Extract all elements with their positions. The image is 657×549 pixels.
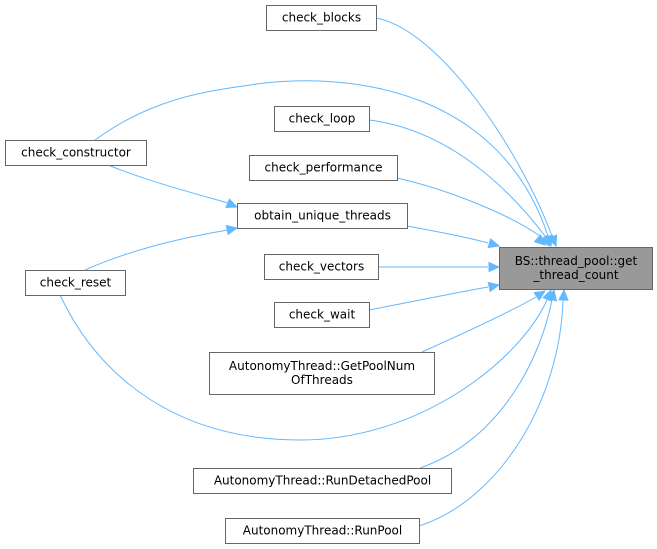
node-run-pool[interactable]: AutonomyThread::RunPool bbox=[225, 518, 420, 544]
edge-check-loop-to-get-thread-count bbox=[368, 119, 550, 248]
node-label: check_reset bbox=[40, 276, 112, 290]
node-check-vectors[interactable]: check_vectors bbox=[264, 254, 379, 280]
arrowhead-icon bbox=[487, 237, 501, 249]
node-label: OfThreads bbox=[291, 373, 353, 387]
edge-check-wait-to-get-thread-count bbox=[368, 281, 501, 311]
edge-line bbox=[368, 286, 489, 311]
nodes-layer: check_blocks check_constructor check_loopc… bbox=[5, 5, 653, 544]
edges-layer bbox=[59, 17, 569, 527]
node-label: _thread_count bbox=[532, 268, 618, 282]
node-box bbox=[274, 106, 370, 132]
arrowhead-icon bbox=[546, 288, 558, 302]
node-box bbox=[264, 254, 379, 280]
node-label: check_constructor bbox=[21, 146, 131, 160]
edge-line bbox=[396, 177, 541, 237]
edge-check-vectors-to-get-thread-count bbox=[378, 261, 501, 273]
node-label: AutonomyThread::RunDetachedPool bbox=[214, 474, 431, 488]
node-box bbox=[193, 468, 452, 494]
edge-line bbox=[418, 299, 564, 527]
node-label: check_wait bbox=[289, 308, 356, 322]
node-box bbox=[5, 140, 147, 166]
node-box bbox=[209, 352, 435, 395]
node-check-wait[interactable]: check_wait bbox=[274, 302, 370, 328]
node-label: AutonomyThread::GetPoolNum bbox=[229, 359, 415, 373]
edge-line bbox=[94, 80, 549, 237]
edge-line bbox=[421, 296, 537, 353]
node-label: check_performance bbox=[265, 161, 383, 175]
node-check-reset[interactable]: check_reset bbox=[25, 270, 126, 296]
edge-obtain-unique-threads-to-get-thread-count bbox=[406, 225, 501, 249]
node-check-constructor[interactable]: check_constructor bbox=[5, 140, 147, 166]
edge-line bbox=[59, 294, 548, 441]
node-obtain-unique-threads[interactable]: obtain_unique_threads bbox=[237, 203, 408, 229]
edge-check-constructor-to-obtain-unique-threads bbox=[107, 164, 239, 209]
edge-line bbox=[406, 225, 489, 244]
node-box bbox=[249, 155, 398, 181]
arrowhead-icon bbox=[487, 281, 501, 293]
node-box bbox=[274, 302, 370, 328]
node-label: BS::thread_pool::get bbox=[515, 254, 638, 268]
node-label: AutonomyThread::RunPool bbox=[243, 524, 402, 538]
node-label: check_blocks bbox=[282, 11, 361, 25]
node-run-detached-pool[interactable]: AutonomyThread::RunDetachedPool bbox=[193, 468, 452, 494]
node-box bbox=[499, 247, 653, 290]
edge-check-performance-to-get-thread-count bbox=[396, 177, 546, 246]
edge-run-pool-to-get-thread-count bbox=[418, 288, 569, 527]
edge-line bbox=[419, 299, 553, 469]
arrowhead-icon bbox=[225, 198, 239, 209]
node-box bbox=[225, 518, 420, 544]
node-check-loop[interactable]: check_loop bbox=[274, 106, 370, 132]
node-box bbox=[25, 270, 126, 296]
arrowhead-icon bbox=[225, 224, 239, 236]
target-node-get-thread-count[interactable]: BS::thread_pool::get_thread_count bbox=[499, 247, 653, 290]
edge-line bbox=[368, 119, 546, 237]
arrowhead-icon bbox=[558, 288, 569, 301]
edge-line bbox=[107, 164, 229, 204]
edge-line bbox=[84, 229, 229, 271]
node-label: obtain_unique_threads bbox=[254, 209, 391, 223]
arrowhead-icon bbox=[539, 234, 550, 248]
arrowhead-icon bbox=[533, 234, 546, 246]
edge-get-pool-num-of-threads-to-get-thread-count bbox=[421, 290, 547, 353]
edge-line bbox=[375, 17, 553, 237]
arrowhead-icon bbox=[533, 290, 547, 302]
node-box bbox=[266, 5, 377, 31]
node-check-performance[interactable]: check_performance bbox=[249, 155, 398, 181]
node-box bbox=[237, 203, 408, 229]
edge-run-detached-pool-to-get-thread-count bbox=[419, 288, 558, 469]
edge-check-reset-to-obtain-unique-threads bbox=[84, 224, 239, 271]
node-label: check_vectors bbox=[279, 260, 364, 274]
arrowhead-icon bbox=[488, 261, 501, 273]
node-label: check_loop bbox=[289, 112, 356, 126]
node-check-blocks[interactable]: check_blocks bbox=[266, 5, 377, 31]
